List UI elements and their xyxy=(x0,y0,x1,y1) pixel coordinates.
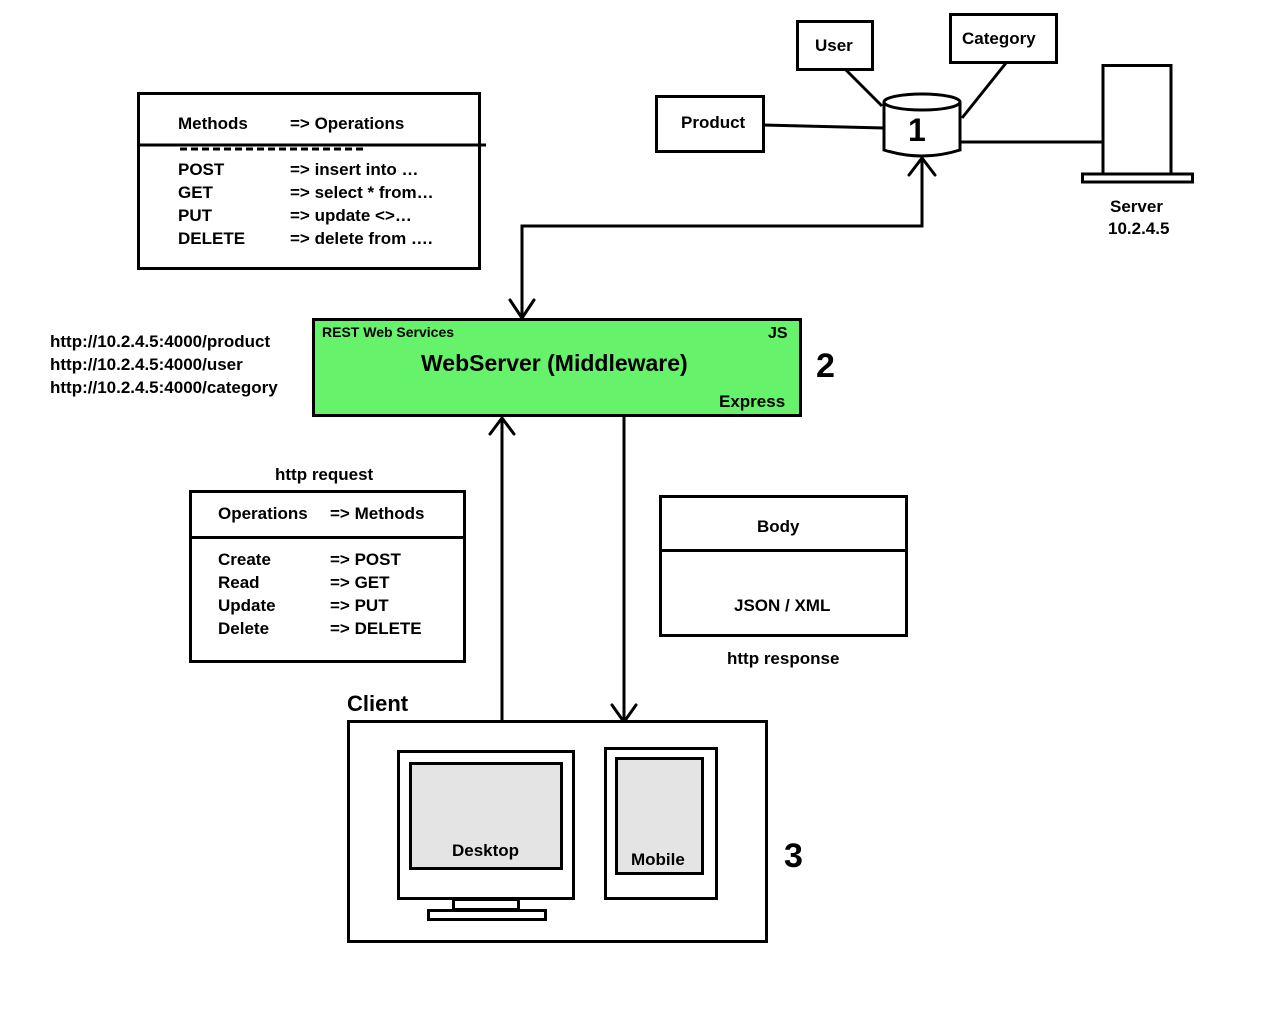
webserver-rest-tag: REST Web Services xyxy=(322,324,455,340)
response-divider xyxy=(659,549,908,552)
mobile-screen xyxy=(615,757,704,875)
desktop-label: Desktop xyxy=(452,841,520,860)
request-row-op: Update xyxy=(218,596,276,615)
request-header-right: => Methods xyxy=(330,504,425,523)
request-row-method: => DELETE xyxy=(330,619,422,638)
arrow-up-to-webserver xyxy=(488,416,516,436)
client-title: Client xyxy=(347,691,409,716)
desktop-screen xyxy=(409,762,563,870)
client-number: 3 xyxy=(784,837,803,875)
request-row-method: => PUT xyxy=(330,596,389,615)
url-product: http://10.2.4.5:4000/product xyxy=(50,332,271,351)
request-table xyxy=(189,490,466,663)
db-number: 1 xyxy=(908,112,926,148)
methods-row-method: PUT xyxy=(178,206,212,225)
url-category: http://10.2.4.5:4000/category xyxy=(50,378,278,397)
response-box xyxy=(659,495,908,637)
mobile-label: Mobile xyxy=(631,850,685,869)
methods-row-op: => update <>… xyxy=(290,206,412,225)
methods-row-method: GET xyxy=(178,183,213,202)
response-caption: http response xyxy=(727,649,840,668)
request-row-method: => GET xyxy=(330,573,390,592)
methods-row-op: => select * from… xyxy=(290,183,434,202)
server-name: Server xyxy=(1110,197,1163,216)
category-db-line xyxy=(960,62,1008,119)
product-db-line xyxy=(762,123,885,130)
webserver-express-tag: Express xyxy=(719,392,786,411)
methods-row-method: DELETE xyxy=(178,229,246,248)
request-caption: http request xyxy=(275,465,374,484)
request-row-method: => POST xyxy=(330,550,401,569)
db-webserver-line xyxy=(520,158,924,318)
user-db-line xyxy=(844,68,884,108)
url-user: http://10.2.4.5:4000/user xyxy=(50,355,243,374)
methods-header-left: Methods xyxy=(178,114,248,133)
webserver-number: 2 xyxy=(816,347,835,385)
request-header-left: Operations xyxy=(218,504,308,523)
webserver-js-tag: JS xyxy=(768,325,788,342)
server-ip: 10.2.4.5 xyxy=(1108,219,1170,238)
category-entity-label: Category xyxy=(962,29,1036,48)
methods-header-right: => Operations xyxy=(290,114,405,133)
request-row-op: Delete xyxy=(218,619,270,638)
product-entity-label: Product xyxy=(681,113,746,132)
request-row-op: Create xyxy=(218,550,271,569)
methods-row-method: POST xyxy=(178,160,225,179)
server-icon xyxy=(1081,64,1195,184)
request-row-op: Read xyxy=(218,573,260,592)
methods-table xyxy=(137,92,481,270)
product-entity-box xyxy=(655,95,765,153)
request-divider xyxy=(189,536,466,539)
response-body-header: Body xyxy=(757,517,800,536)
response-content-type: JSON / XML xyxy=(734,596,831,615)
category-entity-box xyxy=(949,13,1058,64)
user-entity-label: User xyxy=(815,36,853,55)
webserver-box xyxy=(312,318,802,417)
database-icon xyxy=(882,92,962,162)
methods-row-op: => insert into … xyxy=(290,160,419,179)
webserver-title: WebServer (Middleware) xyxy=(421,350,688,376)
methods-row-op: => delete from …. xyxy=(290,229,433,248)
user-entity-box xyxy=(796,20,874,71)
arrow-up-to-db xyxy=(907,156,937,177)
desktop-base xyxy=(427,909,547,921)
